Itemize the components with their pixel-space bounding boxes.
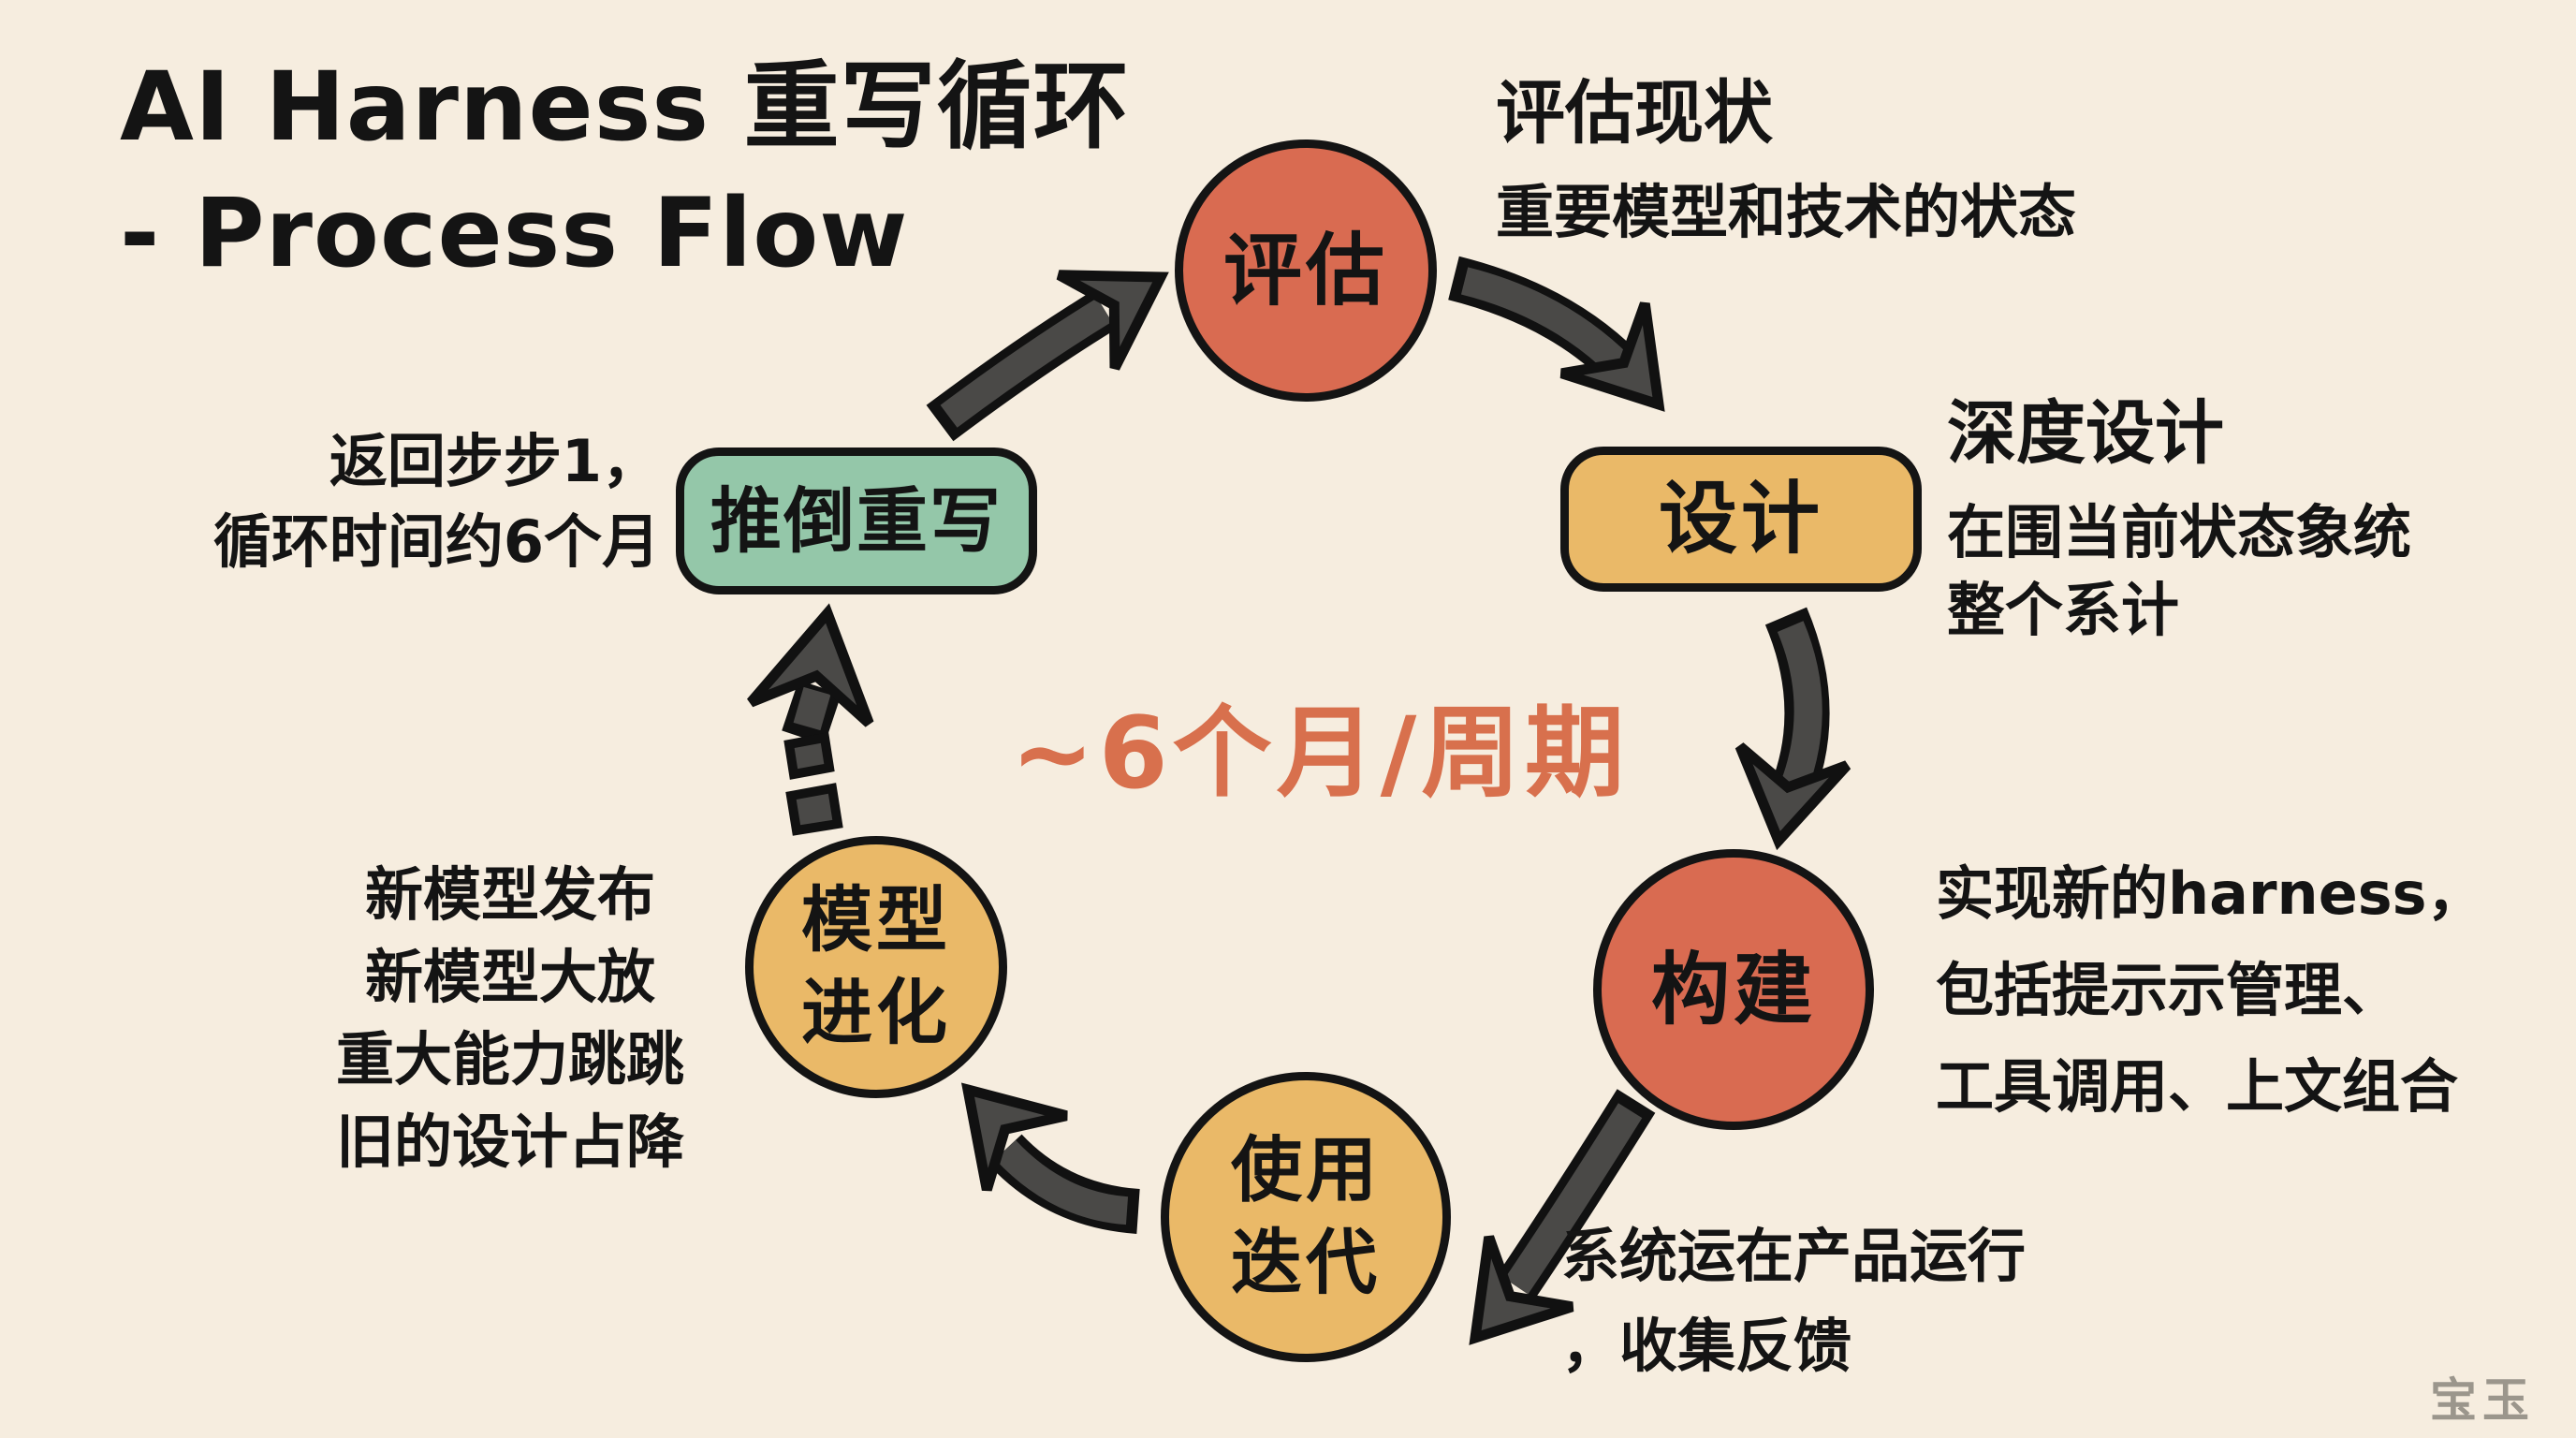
node-design: 设计 xyxy=(1560,447,1922,592)
note-evaluate: 评估现状 重要模型和技术的状态 xyxy=(1496,60,2076,257)
note-rewrite: 返回步步1， 循环时间约6个月 xyxy=(150,421,660,581)
arrow-rewrite-to-evaluate xyxy=(926,270,1169,442)
arrow-model-evolve-to-rewrite xyxy=(747,603,874,836)
note-build-line3: 工具调用、上文组合 xyxy=(1936,1051,2459,1121)
note-use-iterate-line2: ，收集反馈 xyxy=(1561,1312,1852,1381)
node-rewrite: 推倒重写 xyxy=(676,448,1037,594)
arrow-use-iterate-to-model-evolve xyxy=(960,1082,1141,1234)
note-model-evolve-line4: 旧的设计占降 xyxy=(335,1108,684,1177)
arrow-design-to-build xyxy=(1734,607,1852,851)
arrow-build-to-use-iterate xyxy=(1469,1089,1656,1345)
note-use-iterate: 系统运在产品运行 ，收集反馈 xyxy=(1561,1211,2026,1391)
note-build: 实现新的harness， 包括提示示管理、 工具调用、上文组合 xyxy=(1936,846,2485,1136)
node-use-iterate-line2: 迭代 xyxy=(1231,1221,1381,1304)
note-build-line2: 包括提示示管理、 xyxy=(1936,955,2401,1024)
note-build-line1: 实现新的harness， xyxy=(1936,859,2485,928)
note-design-line1: 深度设计 xyxy=(1947,393,2224,474)
note-evaluate-line1: 评估现状 xyxy=(1496,73,1773,154)
note-rewrite-line2: 循环时间约6个月 xyxy=(212,506,660,576)
node-model-evolve: 模型 进化 xyxy=(745,836,1007,1098)
node-model-evolve-label: 模型 进化 xyxy=(801,874,951,1060)
note-design-line2: 在围当前状态象统 xyxy=(1947,498,2412,567)
note-evaluate-line2: 重要模型和技术的状态 xyxy=(1496,177,2077,246)
cycle-duration-label: ~6个月/周期 xyxy=(1011,696,1630,811)
note-model-evolve-line2: 新模型大放 xyxy=(364,943,655,1012)
note-use-iterate-line1: 系统运在产品运行 xyxy=(1561,1222,2027,1290)
note-design: 深度设计 在围当前状态象统 整个系计 xyxy=(1947,388,2411,649)
node-build-label: 构建 xyxy=(1650,943,1816,1035)
page-title: AI Harness 重写循环 - Process Flow xyxy=(120,45,1130,297)
dashed-arrow-segment-2 xyxy=(785,783,843,836)
node-use-iterate: 使用 迭代 xyxy=(1161,1072,1451,1362)
note-design-line3: 整个系计 xyxy=(1947,576,2180,645)
page-title-line2: - Process Flow xyxy=(120,177,909,289)
node-evaluate-label: 评估 xyxy=(1222,224,1388,316)
node-rewrite-label: 推倒重写 xyxy=(710,478,1003,563)
note-model-evolve: 新模型发布 新模型大放 重大能力跳跳 旧的设计占降 xyxy=(281,854,739,1183)
node-build: 构建 xyxy=(1593,849,1874,1130)
node-model-evolve-line1: 模型 xyxy=(801,878,951,962)
node-model-evolve-line2: 进化 xyxy=(801,971,951,1054)
note-rewrite-line1: 返回步步1， xyxy=(329,427,660,495)
watermark: 宝玉 xyxy=(2430,1373,2535,1428)
node-use-iterate-line1: 使用 xyxy=(1231,1128,1381,1212)
dashed-arrow-segment-1 xyxy=(783,732,835,780)
node-design-label: 设计 xyxy=(1658,473,1823,565)
note-model-evolve-line3: 重大能力跳跳 xyxy=(335,1025,684,1094)
node-use-iterate-label: 使用 迭代 xyxy=(1231,1124,1381,1310)
note-model-evolve-line1: 新模型发布 xyxy=(364,860,655,929)
page-title-line1: AI Harness 重写循环 xyxy=(120,51,1130,163)
node-evaluate: 评估 xyxy=(1175,139,1437,402)
arrow-evaluate-to-design xyxy=(1448,256,1665,412)
